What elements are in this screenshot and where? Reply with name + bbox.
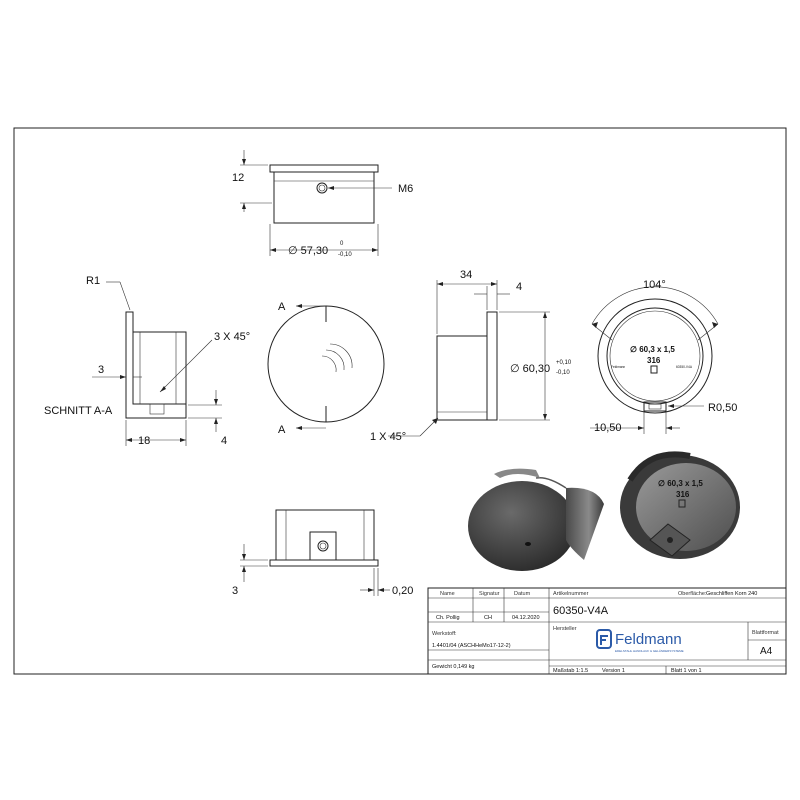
company-logo-icon bbox=[596, 629, 612, 649]
iso-view-back bbox=[468, 468, 604, 571]
dim-dia-57-label: ∅ 57,30 bbox=[288, 245, 328, 257]
tb-material-value: 1.4401/04 (ASCHHeMo17-12-2) bbox=[432, 643, 511, 649]
tb-version: Version 1 bbox=[602, 668, 625, 674]
dim-dia-57-tol-lower: -0,10 bbox=[338, 252, 352, 258]
thread-hole bbox=[316, 182, 328, 194]
tb-article-number: 60350-V4A bbox=[553, 605, 609, 617]
marking-left-text: Feldmann bbox=[611, 365, 625, 369]
dim-dia-60-label: ∅ 60,30 bbox=[510, 363, 550, 375]
iso-marking-line1: ∅ 60,3 x 1,5 bbox=[658, 479, 703, 488]
tb-weight: Gewicht 0,149 kg bbox=[432, 664, 475, 670]
top-view: M6 12 ∅ 57,30 0 -0,10 bbox=[232, 150, 413, 258]
marking-line2: 316 bbox=[647, 356, 661, 365]
chamfer-1x45-label: 1 X 45° bbox=[370, 431, 406, 443]
dim-34-label: 34 bbox=[460, 269, 472, 281]
tb-manufacturer-label: Hersteller bbox=[553, 626, 577, 632]
title-block: Name Signatur Datum Ch. Pollig CH 04.12.… bbox=[427, 587, 787, 675]
tb-header-date: Datum bbox=[514, 591, 531, 597]
chamfer-3x45-label: 3 X 45° bbox=[214, 331, 250, 343]
iso-marking-line2: 316 bbox=[676, 490, 690, 499]
tb-article-label: Artikelnummer bbox=[553, 591, 589, 597]
dim-4-section-label: 4 bbox=[221, 435, 227, 447]
drawing-frame bbox=[13, 127, 787, 675]
tb-name: Ch. Pollig bbox=[436, 615, 460, 621]
thread-m6-label: M6 bbox=[398, 183, 413, 195]
rear-view: 104° ∅ 60,3 x 1,5 316 Feldmann 60350-V4A… bbox=[590, 279, 737, 434]
tb-company-name: Feldmann bbox=[615, 631, 682, 648]
bottom-view: 3 0,20 bbox=[232, 509, 413, 597]
tb-scale: Maßstab 1:1.5 bbox=[553, 668, 588, 674]
iso-marking-logo-icon bbox=[678, 499, 686, 508]
side-view: 34 4 ∅ 60,30 +0,10 -0,10 1 X 45° bbox=[370, 269, 572, 443]
tb-header-name: Name bbox=[440, 591, 455, 597]
section-mark-bottom: A bbox=[278, 424, 286, 436]
dim-3-bottom-label: 3 bbox=[232, 585, 238, 597]
tb-sheet: Blatt 1 von 1 bbox=[671, 668, 702, 674]
tb-date: 04.12.2020 bbox=[512, 615, 540, 621]
dim-dia-57-tol-upper: 0 bbox=[340, 241, 344, 247]
radius-r1-label: R1 bbox=[86, 275, 100, 287]
angle-104-label: 104° bbox=[643, 279, 666, 291]
tb-material-label: Werkstoff: bbox=[432, 631, 457, 637]
tb-format-value: A4 bbox=[760, 646, 773, 657]
section-a-a-label: SCHNITT A-A bbox=[44, 405, 113, 417]
marking-line1: ∅ 60,3 x 1,5 bbox=[630, 345, 675, 354]
tb-format-label: Blattformat bbox=[752, 630, 779, 636]
radius-r050-label: R0,50 bbox=[708, 402, 737, 414]
dim-dia-60-tol-upper: +0,10 bbox=[556, 360, 572, 366]
marking-logo-icon bbox=[650, 365, 658, 374]
dim-1050-label: 10,50 bbox=[594, 422, 622, 434]
marking-right-text: 60350-V4A bbox=[676, 365, 693, 369]
dim-18-label: 18 bbox=[138, 435, 150, 447]
tb-surface-label: Oberfläche: bbox=[678, 591, 707, 597]
iso-view-inside: ∅ 60,3 x 1,5 316 bbox=[620, 451, 740, 559]
tb-company-tagline: EDELSTAHL HANDLAUF & GELÄNDERSYSTEME bbox=[615, 649, 684, 653]
tb-signature: CH bbox=[484, 615, 492, 621]
tb-surface-value: Geschliffen Korn 240 bbox=[706, 591, 757, 597]
dim-4-side-label: 4 bbox=[516, 281, 522, 293]
front-view: A A bbox=[267, 301, 385, 436]
section-view-a-a: R1 3 X 45° 3 SCHNITT A-A 18 4 bbox=[44, 275, 250, 447]
dim-020-label: 0,20 bbox=[392, 585, 413, 597]
dim-12-label: 12 bbox=[232, 172, 244, 184]
dim-3-label: 3 bbox=[98, 364, 104, 376]
tb-header-signature: Signatur bbox=[479, 591, 500, 597]
dim-dia-60-tol-lower: -0,10 bbox=[556, 370, 570, 376]
section-mark-top: A bbox=[278, 301, 286, 313]
